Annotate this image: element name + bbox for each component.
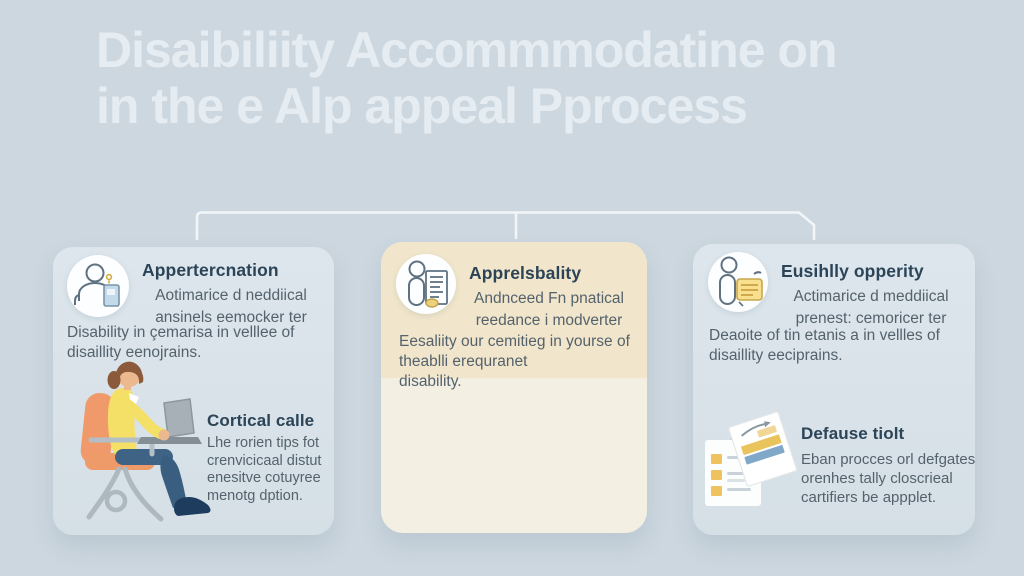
- card1-heading: Appertercnation: [142, 260, 279, 280]
- page-title-line-1: Disaibiliity Accommmodatine on: [96, 22, 838, 78]
- card3-body-text: Deaoite of tin etanis a in vellles of di…: [709, 327, 940, 364]
- card1-intro-text: Aotimarice d neddiical ansinels eemocker…: [155, 287, 307, 326]
- person-on-chair-with-laptop-illustration: [80, 361, 211, 522]
- card3-sub-heading: Defause tiolt: [801, 424, 905, 443]
- card2-body-text: Eesaliity our cemitieg in yourse of thea…: [399, 333, 630, 390]
- card3-heading: Eusihlly opperity: [781, 261, 924, 281]
- card3-intro-text: Actimarice d meddiical prenest: cemorice…: [793, 288, 949, 327]
- card2-intro-text: Andnceed Fn pnatical reedance i modverte…: [474, 290, 624, 329]
- card1-body-text: Disability in çemarisa in velllee of dis…: [67, 324, 295, 361]
- card-appertercnation: Appertercnation Aotimarice d neddiical a…: [53, 247, 334, 535]
- card2-heading: Apprelsbality: [469, 263, 582, 283]
- page-title: Disaibiliity Accommmodatine on in the e …: [96, 22, 976, 134]
- person-note-icon: [708, 252, 768, 312]
- card-eusihlly-opperity: Eusihlly opperity Actimarice d meddiical…: [693, 244, 975, 535]
- page-title-line-2: in the e Alp appeal Pprocess: [96, 78, 748, 134]
- person-checklist-icon: [396, 254, 456, 314]
- card3-sub-body-text: Eban procces orl defgates orenhes tally …: [801, 451, 976, 506]
- card1-sub-heading: Cortical calle: [207, 411, 315, 430]
- person-document-icon: [67, 255, 129, 317]
- documents-illustration: [705, 411, 798, 506]
- card-apprelsbality: Apprelsbality Andnceed Fn pnatical reeda…: [381, 242, 647, 533]
- card1-sub-body-text: Lhe rorien tips fot crenvicicaal distut …: [207, 435, 322, 504]
